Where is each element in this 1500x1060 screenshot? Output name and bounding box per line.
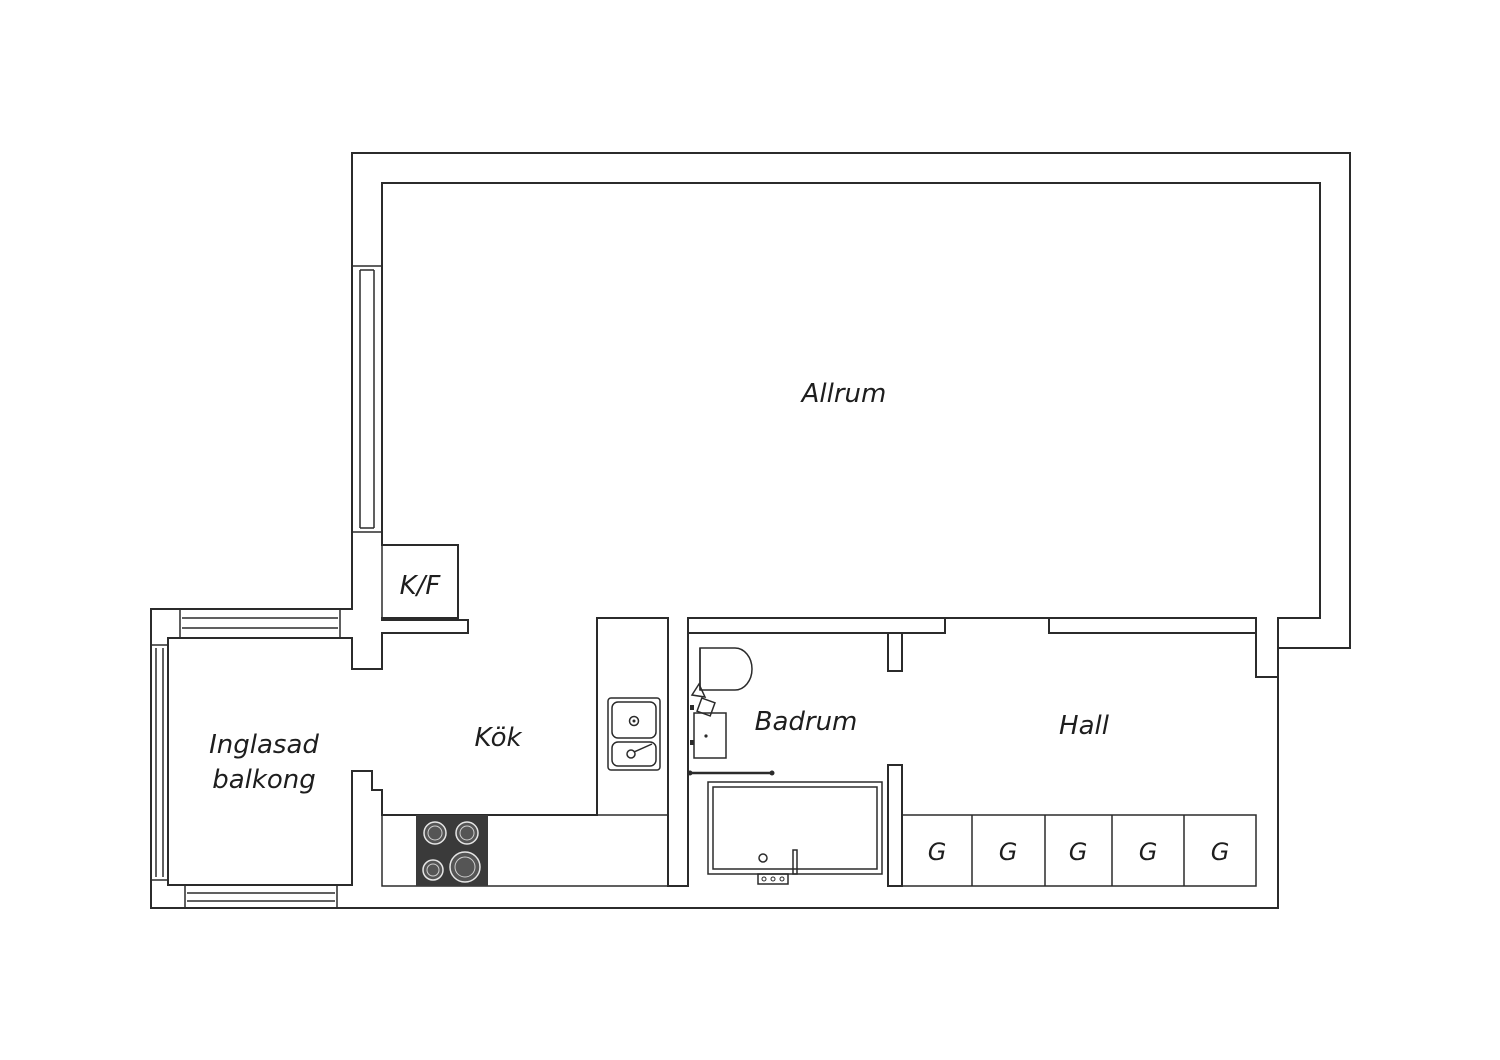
room-label-allrum: Allrum (800, 379, 887, 409)
walls (150, 152, 1351, 909)
room-label-kf: K/F (400, 571, 442, 601)
wardrobe-label: G (999, 838, 1018, 866)
room-label-balkong-line2: balkong (212, 765, 316, 795)
wardrobe-row (901, 814, 1257, 887)
window-west (351, 265, 383, 533)
wardrobe-label: G (1211, 838, 1230, 866)
outer-wall (150, 152, 1351, 909)
hall-walls (1048, 617, 1257, 634)
bathroom-east-wall (887, 764, 903, 887)
washbasin-icon (690, 682, 727, 759)
room-label-badrum: Badrum (755, 707, 858, 737)
room-label-balkong-line1: Inglasad (209, 730, 319, 760)
kitchen-counter (381, 814, 669, 887)
wardrobe-label: G (928, 838, 947, 866)
wardrobe-label: G (1139, 838, 1158, 866)
window-balcony-west (150, 644, 169, 881)
bathroom-wall-stub (887, 632, 903, 672)
bathroom-fixtures (687, 617, 946, 887)
room-label-kok: Kök (474, 723, 522, 753)
window-balcony-bottom (184, 884, 338, 909)
toilet-icon (699, 647, 753, 691)
bathroom-top-wall (687, 617, 946, 634)
bathtub-icon (707, 781, 883, 885)
kitchen-fixtures (381, 618, 669, 887)
fridge-freezer-box (381, 544, 459, 619)
windows (150, 265, 383, 909)
room-label-hall: Hall (1059, 711, 1110, 741)
sink-icon (607, 697, 661, 771)
wardrobe-label: G (1069, 838, 1088, 866)
fridge-freezer (381, 544, 459, 619)
room-labels: Allrum K/F Kök Badrum Hall Inglasad balk… (209, 379, 1110, 795)
window-balcony-top (179, 608, 341, 639)
wardrobes: G G G G G (901, 814, 1257, 887)
